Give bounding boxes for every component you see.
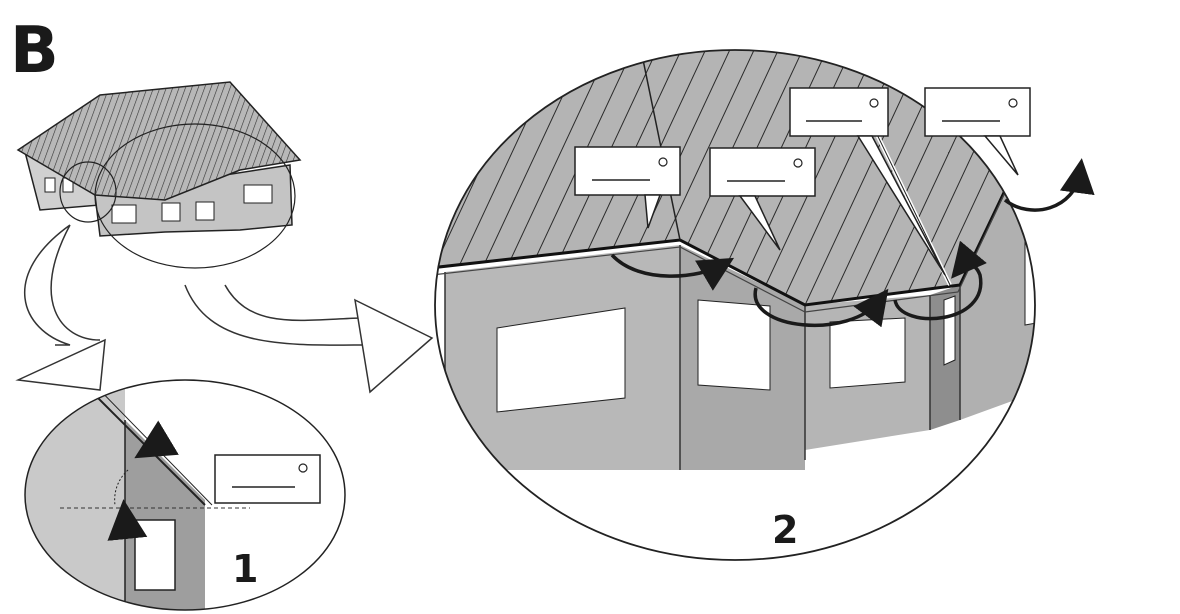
angle-callout-detail-2-b <box>709 147 816 251</box>
angle-callout-detail-2-d <box>924 87 1031 176</box>
angle-arrows <box>610 158 1095 328</box>
detail-1-label: 1 <box>232 547 258 591</box>
angle-callout-detail-1 <box>214 454 321 504</box>
house-thumbnail <box>16 81 302 269</box>
arrow-to-detail-2 <box>184 284 434 394</box>
figure-label: B <box>10 14 59 88</box>
detail-2-label: 2 <box>772 508 798 552</box>
angle-callout-detail-2-a <box>574 146 681 229</box>
arrow-to-detail-1 <box>15 224 106 391</box>
angle-callout-detail-2-c <box>789 87 946 276</box>
